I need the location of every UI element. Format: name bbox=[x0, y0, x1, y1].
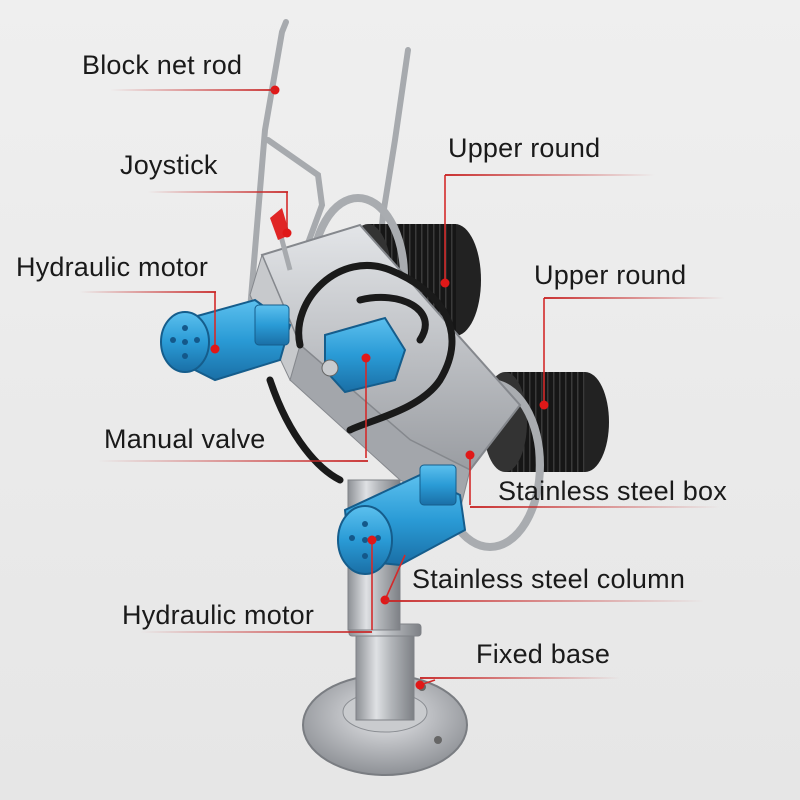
underline-upper-round-2 bbox=[544, 297, 724, 299]
underline-joystick bbox=[148, 191, 288, 193]
underline-stainless-steel-box bbox=[470, 506, 720, 508]
label-hydraulic-motor-top: Hydraulic motor bbox=[16, 252, 209, 282]
label-hydraulic-motor-bottom: Hydraulic motor bbox=[122, 600, 315, 630]
underline-manual-valve bbox=[98, 460, 368, 462]
underline-upper-round-1 bbox=[445, 174, 655, 176]
marker-dots bbox=[210, 85, 549, 690]
label-stainless-steel-box: Stainless steel box bbox=[498, 476, 727, 506]
hydraulic-motor-top bbox=[160, 298, 292, 382]
label-stainless-steel-column: Stainless steel column bbox=[412, 564, 686, 594]
label-joystick: Joystick bbox=[120, 150, 218, 180]
leader-lines bbox=[214, 88, 545, 686]
label-block-net-rod: Block net rod bbox=[82, 50, 243, 80]
underline-fixed-base bbox=[420, 677, 620, 679]
underline-hydraulic-motor-top bbox=[80, 291, 216, 293]
label-fixed-base: Fixed base bbox=[476, 639, 611, 669]
hydraulic-hoses bbox=[266, 262, 456, 484]
label-upper-round-2: Upper round bbox=[534, 260, 687, 290]
label-manual-valve: Manual valve bbox=[104, 424, 266, 454]
underline-stainless-steel-column bbox=[385, 600, 705, 602]
underline-hydraulic-motor-bottom bbox=[140, 631, 372, 633]
label-upper-round-1: Upper round bbox=[448, 133, 601, 163]
underline-block-net-rod bbox=[110, 89, 275, 91]
